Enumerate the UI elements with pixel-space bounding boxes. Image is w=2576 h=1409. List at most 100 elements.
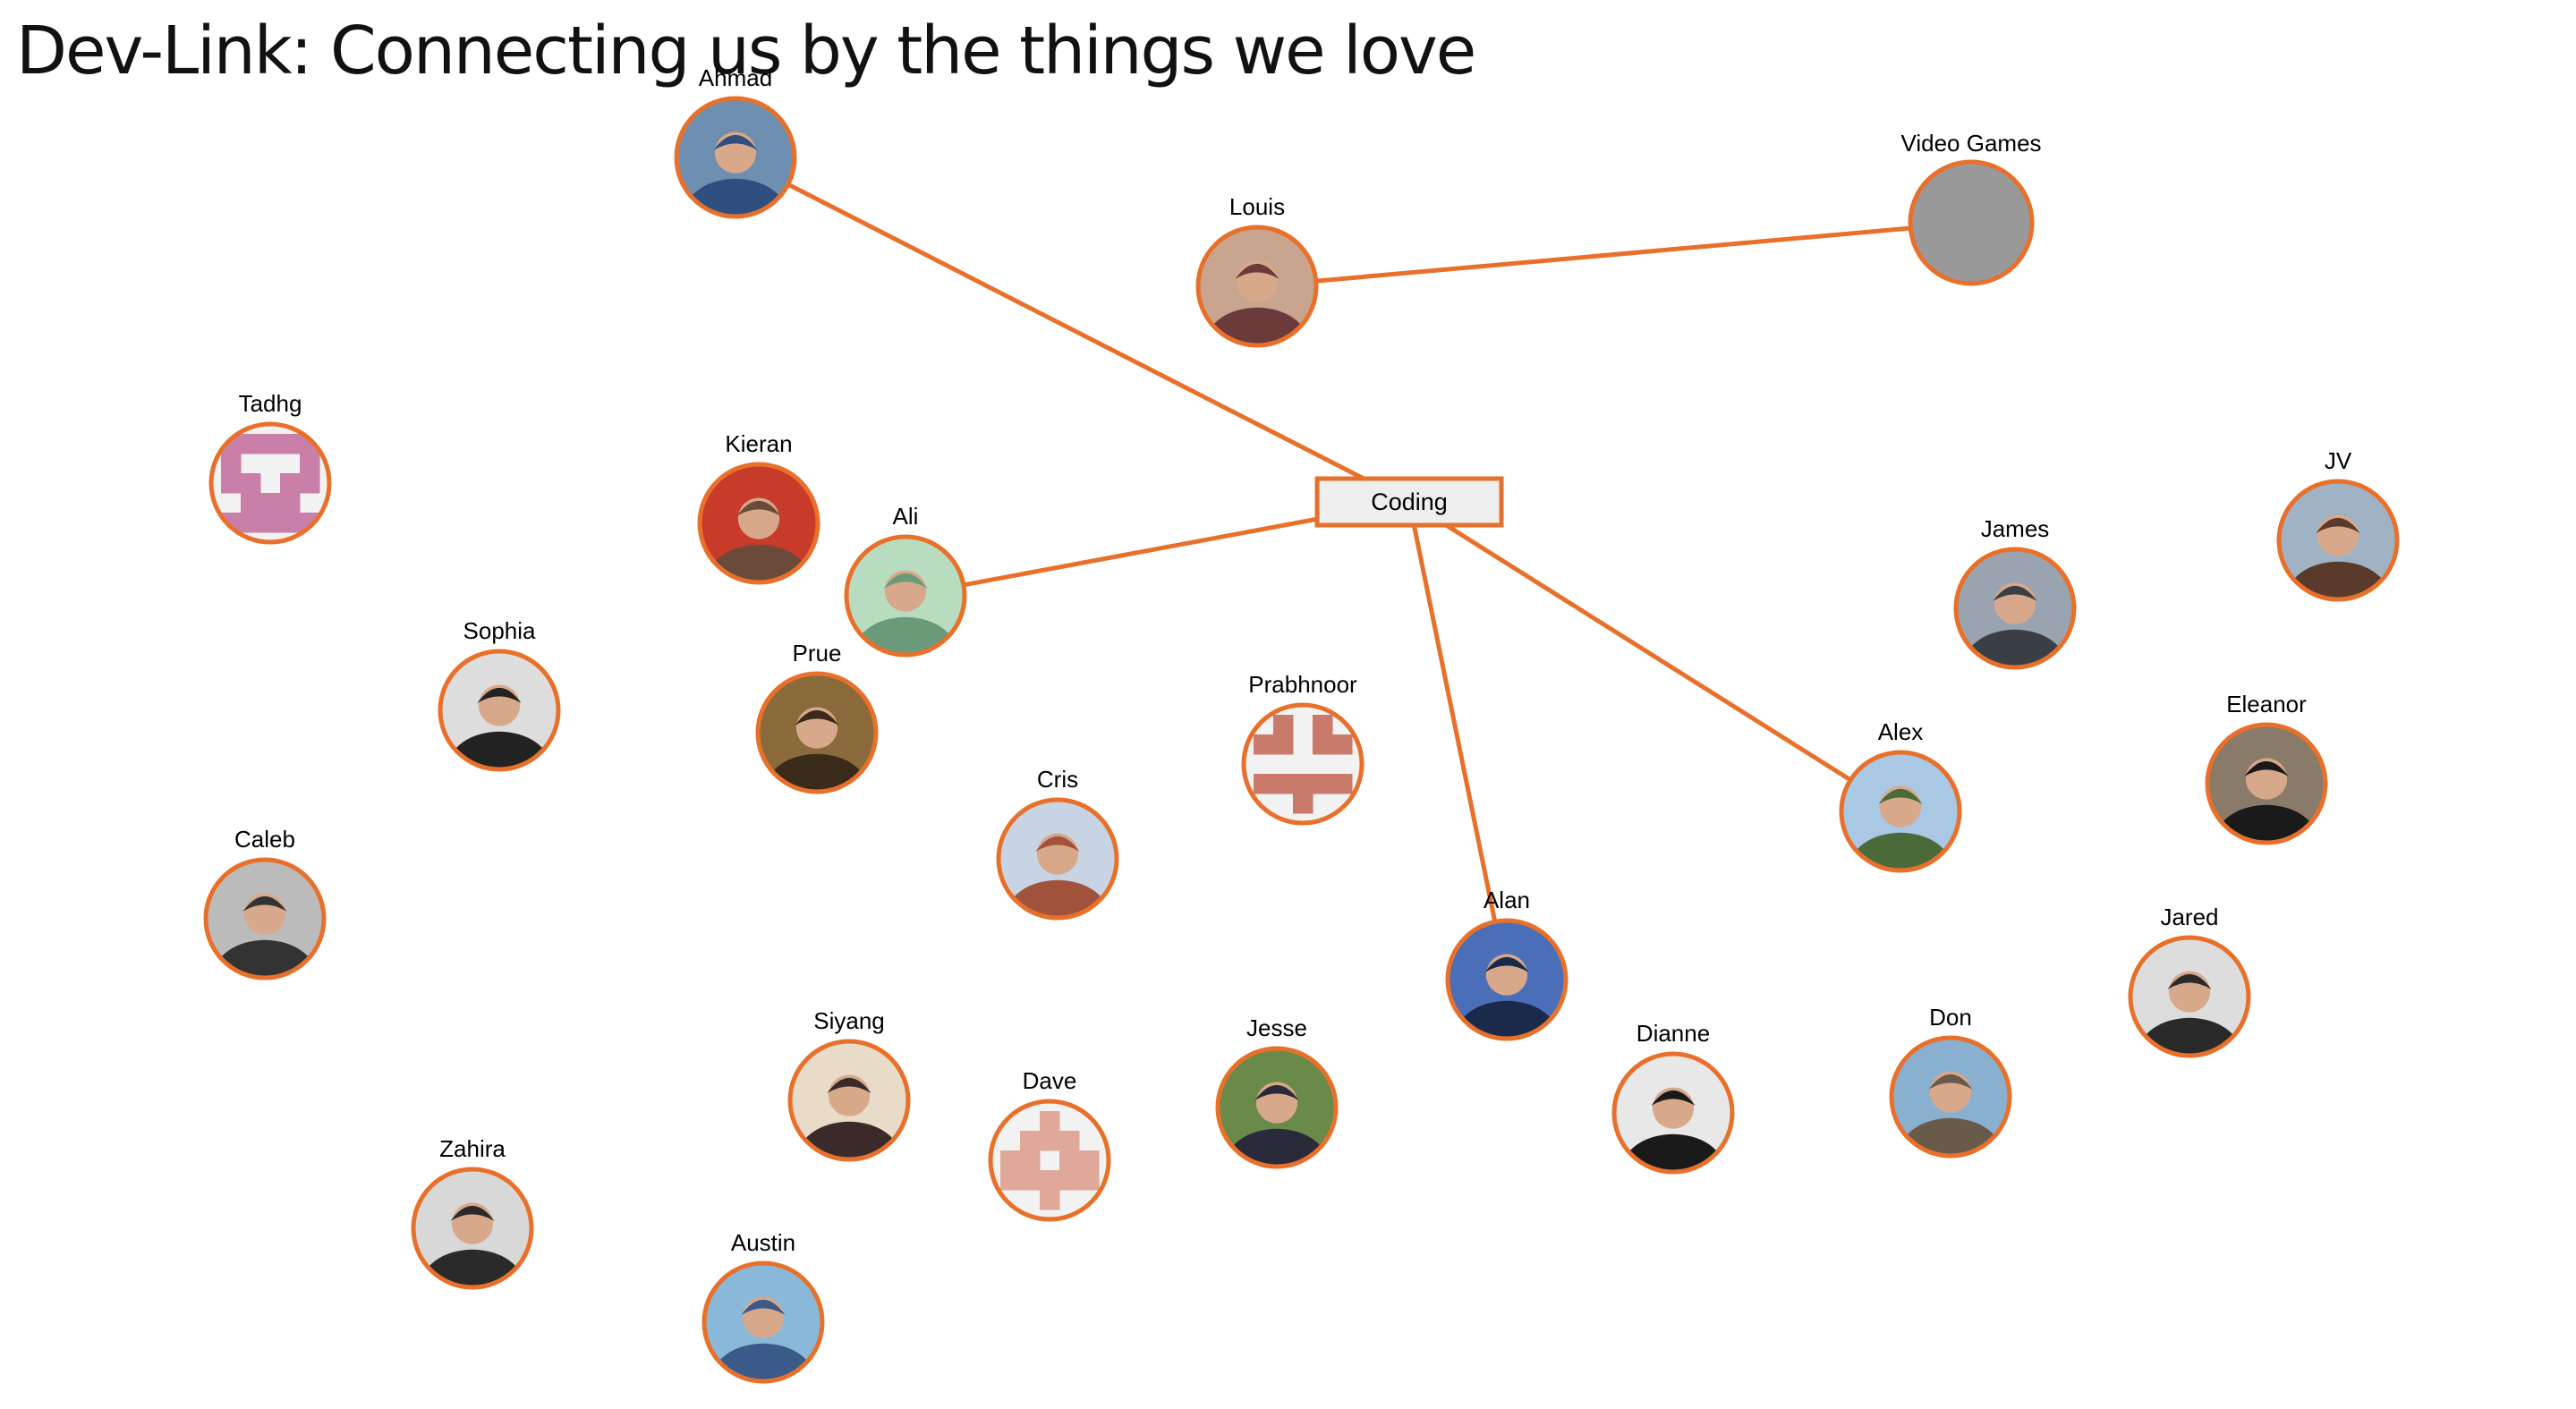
person-name-label: Louis [1229,193,1285,220]
person-node-alan[interactable]: Alan [1445,887,1569,1074]
page-title: Dev-Link: Connecting us by the things we… [16,13,1476,89]
person-node-sophia[interactable]: Sophia [438,617,561,804]
avatar-ring [1215,1046,1339,1169]
avatar-ring [2128,935,2251,1058]
avatar-ring [787,1039,911,1162]
avatar-ring [2205,722,2328,845]
hobby-circle [1908,159,2035,286]
identicon-icon [991,1102,1108,1218]
person-node-dave[interactable]: Dave [988,1067,1111,1222]
avatar-photo-icon [207,861,323,977]
avatar-photo-icon [791,1042,907,1159]
person-name-label: Ali [893,503,919,530]
hobby-node-video-games[interactable]: Video Games [1900,130,2042,286]
person-name-label: Dianne [1637,1020,1710,1047]
person-node-caleb[interactable]: Caleb [203,826,327,1013]
avatar-ring [2276,479,2400,602]
person-node-tadhg[interactable]: Tadhg [208,390,332,545]
avatar-ring [701,1260,825,1384]
avatar-ring [755,671,879,794]
identicon-icon [212,425,328,541]
avatar-photo-icon [1892,1039,2009,1155]
avatar-ring [697,462,820,585]
avatar-photo-icon [2280,482,2396,598]
person-node-jared[interactable]: Jared [2128,904,2251,1091]
links-layer [734,155,1972,980]
avatar-ring [1445,918,1569,1041]
avatar-ring [844,534,967,658]
person-name-label: Eleanor [2226,691,2307,717]
person-name-label: Dave [1023,1067,1077,1094]
person-name-label: Don [1929,1004,1972,1031]
person-node-prabhnoor[interactable]: Prabhnoor [1241,671,1365,826]
avatar-photo-icon [759,675,875,791]
avatar-photo-icon [1615,1055,1731,1171]
person-node-eleanor[interactable]: Eleanor [2205,691,2328,878]
person-node-jesse[interactable]: Jesse [1215,1014,1339,1201]
avatar-ring [1889,1035,2012,1159]
link-alan-coding [1407,501,1509,980]
person-name-label: Prue [793,640,842,666]
person-node-don[interactable]: Don [1889,1004,2012,1191]
person-name-label: Jesse [1246,1014,1307,1041]
hobby-tag-label: Coding [1371,488,1448,515]
avatar-ring [1953,547,2077,670]
avatar-photo-icon [847,538,964,654]
avatar-ring [996,797,1119,921]
avatar-photo-icon [1449,921,1565,1038]
avatar-ring [1195,225,1319,348]
person-node-ali[interactable]: Ali [844,503,967,690]
person-name-label: Alan [1484,887,1530,913]
avatar-photo-icon [1842,753,1959,870]
person-node-zahira[interactable]: Zahira [411,1135,534,1322]
avatar-ring [208,421,332,545]
person-node-prue[interactable]: Prue [755,640,879,827]
person-node-kieran[interactable]: Kieran [697,430,820,617]
person-name-label: Zahira [439,1135,506,1162]
avatar-photo-icon [441,652,557,768]
link-louis-video-games [1256,220,1972,289]
avatar-ring [674,96,797,219]
link-alex-coding [1407,499,1902,814]
link-ahmad-coding [734,155,1411,505]
person-name-label: Caleb [234,826,295,853]
person-name-label: JV [2325,447,2352,474]
person-node-siyang[interactable]: Siyang [787,1007,911,1194]
person-node-dianne[interactable]: Dianne [1611,1020,1735,1207]
person-name-label: Prabhnoor [1248,671,1357,698]
person-name-label: Ahmad [699,64,772,91]
avatar-photo-icon [2208,726,2325,842]
person-node-ahmad[interactable]: Ahmad [674,64,797,251]
person-name-label: Sophia [463,617,536,644]
avatar-photo-icon [677,99,794,216]
person-node-jv[interactable]: JV [2276,447,2400,634]
avatar-ring [438,649,561,772]
person-node-cris[interactable]: Cris [996,766,1119,953]
nodes-layer: AhmadLouisTadhgKieranAliSophiaPruePrabhn… [203,64,2400,1409]
person-name-label: Siyang [813,1007,885,1034]
avatar-photo-icon [1957,550,2073,666]
person-name-label: Jared [2160,904,2218,930]
person-node-alex[interactable]: Alex [1839,718,1962,905]
hobby-node-coding[interactable]: Coding [1314,476,1504,528]
avatar-ring [203,857,327,980]
person-name-label: Cris [1037,766,1078,793]
avatar-photo-icon [414,1170,531,1286]
person-name-label: James [1981,515,2050,542]
avatar-photo-icon [1219,1049,1335,1166]
avatar-photo-icon [999,801,1116,917]
avatar-ring [988,1099,1111,1222]
person-node-louis[interactable]: Louis [1195,193,1319,380]
avatar-ring [411,1167,534,1290]
hobby-tag-box [1314,476,1504,528]
person-name-label: Tadhg [239,390,302,417]
person-node-james[interactable]: James [1953,515,2077,702]
identicon-icon [1245,706,1361,822]
avatar-ring [1839,750,1962,873]
person-node-austin[interactable]: Austin [701,1229,825,1409]
person-name-label: Alex [1878,718,1924,745]
person-name-label: Kieran [725,430,792,457]
person-name-label: Austin [731,1229,795,1256]
